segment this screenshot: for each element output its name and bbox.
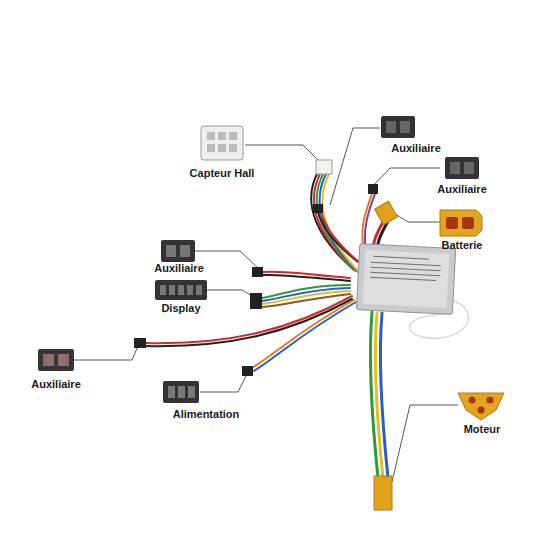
- part-label: Auxiliaire: [31, 378, 81, 390]
- part-label: Display: [161, 302, 200, 314]
- controller-box: [356, 244, 455, 315]
- aux-plug: [134, 338, 146, 348]
- part-label: Batterie: [442, 239, 483, 251]
- power-plug: [242, 366, 253, 376]
- part-label: Auxiliaire: [437, 183, 487, 195]
- leader-lines: [74, 128, 458, 482]
- part-label: Auxiliaire: [154, 262, 204, 274]
- aux-connector-icon: [445, 157, 479, 179]
- controller-face: [363, 250, 450, 308]
- aux-connector-icon: [38, 349, 74, 371]
- leader-line: [74, 346, 138, 360]
- aux-plug: [313, 204, 323, 213]
- display-connector-icon: [155, 280, 207, 300]
- wire: [262, 275, 350, 281]
- aux-plug: [368, 184, 378, 194]
- motor-plug: [374, 476, 392, 510]
- leader-line: [195, 251, 258, 268]
- aux-connector-icon: [161, 240, 195, 262]
- battery-plug: [375, 201, 398, 225]
- wire: [262, 288, 350, 301]
- aux-connector-icon: [381, 116, 415, 138]
- part-label: Capteur Hall: [190, 167, 255, 179]
- leader-line: [392, 405, 458, 482]
- aux-plug: [252, 267, 263, 277]
- connector-icons: [38, 116, 504, 420]
- leader-line: [373, 168, 440, 186]
- wire: [262, 291, 350, 304]
- battery-connector-icon: [440, 210, 482, 236]
- wire: [254, 302, 356, 371]
- controller-housing: [356, 244, 455, 315]
- leader-line: [392, 212, 440, 222]
- wire-harness: [145, 172, 469, 478]
- wire: [252, 300, 354, 368]
- part-label: Auxiliaire: [391, 142, 441, 154]
- leader-line: [207, 290, 254, 297]
- controller-print: [370, 256, 441, 281]
- hall-plug: [316, 160, 332, 174]
- part-label: Alimentation: [173, 408, 240, 420]
- power-connector-icon: [163, 381, 199, 403]
- leader-line: [200, 374, 247, 392]
- part-label: Moteur: [464, 423, 501, 435]
- motor-connector-icon: [458, 393, 504, 420]
- display-plug: [250, 293, 262, 309]
- leader-line: [245, 145, 318, 160]
- hall-connector-icon: [201, 126, 243, 160]
- leader-line: [330, 128, 380, 205]
- wire: [321, 212, 360, 263]
- wire: [380, 313, 388, 478]
- harness-connectors: [134, 160, 397, 510]
